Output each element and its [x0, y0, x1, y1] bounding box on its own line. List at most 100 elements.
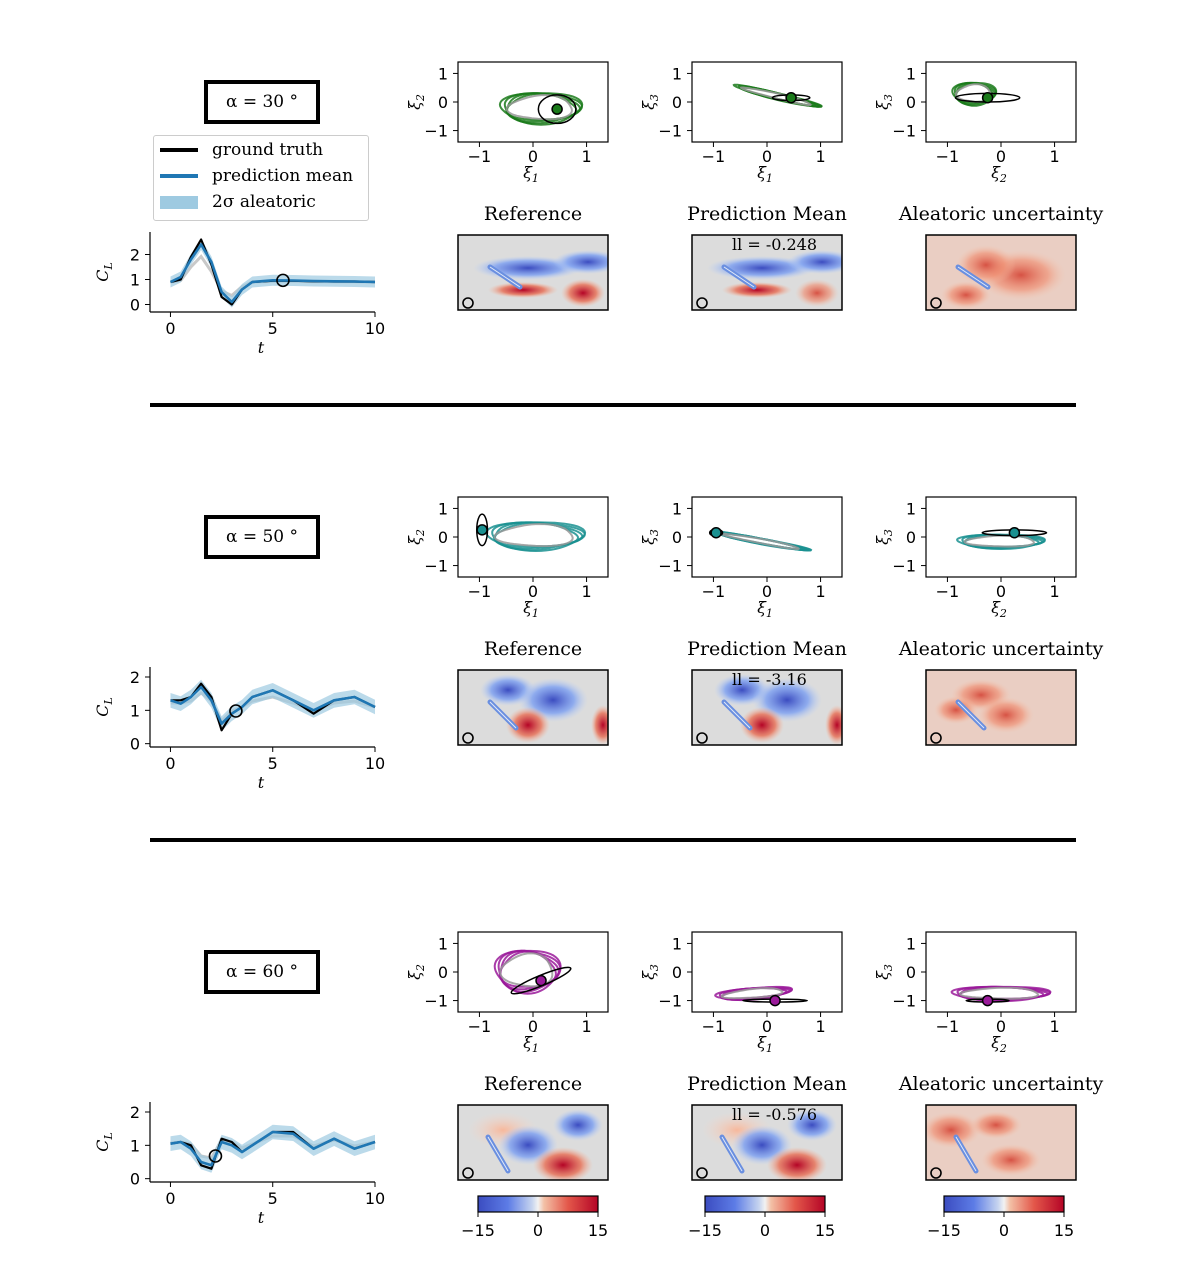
reference-flow-field: [457, 234, 609, 311]
y-axis-label: CL: [93, 697, 115, 717]
x-tick-label: 1: [815, 147, 825, 166]
x-tick-label: 1: [815, 582, 825, 601]
y-axis-label: ξ2: [405, 964, 427, 980]
y-axis-label-subscript: 2: [414, 529, 427, 537]
y-axis-label-subscript: 2: [414, 94, 427, 102]
x-tick-label: 1: [1049, 582, 1059, 601]
x-axis-label-subscript: 1: [532, 1042, 539, 1055]
field-content: [926, 670, 1076, 745]
x-tick-label: 5: [268, 1189, 278, 1208]
x-tick-label: 1: [1049, 147, 1059, 166]
y-tick-label: −1: [658, 557, 682, 576]
vortex-red: [767, 1147, 827, 1180]
x-tick-label: 1: [581, 582, 591, 601]
y-tick-label: 0: [438, 528, 448, 547]
x-axis-label: ξ2: [991, 1033, 1007, 1055]
x-tick-label: 5: [268, 319, 278, 338]
vortex-red: [561, 279, 605, 307]
x-axis-label: t: [258, 773, 265, 792]
panel-title-reference: Reference: [483, 203, 583, 225]
y-axis-label: ξ3: [639, 529, 661, 545]
vortex-red: [740, 707, 784, 743]
y-tick-label: −1: [658, 992, 682, 1011]
field-content: [926, 235, 1076, 310]
y-tick-label: 1: [438, 499, 448, 518]
airfoil-highlight: [723, 701, 751, 729]
colorbar-tick-label: 0: [999, 1221, 1009, 1240]
aleatoric-band: [170, 1124, 375, 1173]
y-tick-label: 1: [906, 934, 916, 953]
aleatoric-band: [170, 239, 375, 308]
plot-frame: [691, 61, 843, 143]
colorbar-gradient: [477, 1195, 599, 1213]
x-axis-label: ξ1: [523, 163, 539, 185]
vortex-red: [795, 279, 839, 307]
alpha-label: α = 50 °: [225, 527, 299, 547]
prediction-mean-line: [170, 685, 376, 725]
colorbar-tick-label: −15: [461, 1221, 495, 1240]
current-state-marker: [710, 526, 722, 539]
field-frame: [691, 669, 843, 746]
x-tick-label: −1: [468, 1017, 492, 1036]
y-tick-label: 1: [130, 701, 140, 720]
colorbar-tick-label: 0: [533, 1221, 543, 1240]
x-axis-label-subscript: 1: [766, 172, 773, 185]
y-axis-label-subscript: 3: [882, 964, 895, 971]
plot-frame: [457, 61, 609, 143]
airfoil-highlight: [487, 1136, 509, 1172]
colorbar-gradient: [943, 1195, 1065, 1213]
alpha-label: α = 60 °: [225, 962, 299, 982]
corner-marker: [696, 1167, 708, 1179]
x-axis-label-subscript: 1: [532, 607, 539, 620]
x-tick-label: 1: [581, 147, 591, 166]
current-state-marker: [535, 974, 547, 987]
legend-label: ground truth: [212, 140, 324, 160]
y-axis-label: CL: [93, 1132, 115, 1152]
corner-marker: [696, 297, 708, 309]
alpha-label-box: α = 50 °: [204, 515, 320, 559]
legend-label: 2σ aleatoric: [212, 192, 316, 212]
x-tick-label: 0: [165, 754, 175, 773]
y-tick-label: −1: [658, 122, 682, 141]
y-tick-label: 1: [672, 934, 682, 953]
y-tick-label: 0: [438, 963, 448, 982]
time-marker: [276, 273, 290, 288]
y-tick-label: 1: [672, 499, 682, 518]
y-tick-label: 0: [130, 296, 140, 315]
legend-swatch: [160, 148, 198, 152]
log-likelihood-label: ll = -0.576: [732, 1105, 817, 1124]
field-frame: [691, 234, 843, 311]
panel-title-prediction-mean: Prediction Mean: [687, 1073, 847, 1095]
panel-title-aleatoric: Aleatoric uncertainty: [898, 1073, 1104, 1095]
x-tick-label: 10: [365, 754, 385, 773]
x-tick-label: −1: [936, 147, 960, 166]
legend-entry-ground-truth: ground truth: [160, 140, 323, 160]
aleatoric-flow-field: [925, 234, 1077, 311]
legend-label: prediction mean: [212, 166, 354, 186]
airfoil-highlight: [957, 701, 985, 729]
x-tick-label: 1: [581, 1017, 591, 1036]
x-axis-label-subscript: 2: [999, 607, 1007, 620]
y-tick-label: −1: [892, 992, 916, 1011]
colorbar-tick-label: −15: [688, 1221, 722, 1240]
x-axis-label: t: [258, 338, 265, 357]
x-tick-label: −1: [702, 147, 726, 166]
corner-marker: [696, 732, 708, 744]
x-axis-label-subscript: 2: [999, 1042, 1007, 1055]
y-tick-label: 2: [130, 246, 140, 265]
uncertainty-blob: [941, 281, 991, 309]
x-tick-label: 0: [762, 147, 772, 166]
x-tick-label: −1: [468, 147, 492, 166]
field-content: [458, 1105, 608, 1180]
reference-flow-field: [457, 669, 609, 746]
y-tick-label: 0: [672, 93, 682, 112]
y-tick-label: −1: [892, 557, 916, 576]
prediction-flow-field: ll = -0.248: [691, 234, 843, 311]
